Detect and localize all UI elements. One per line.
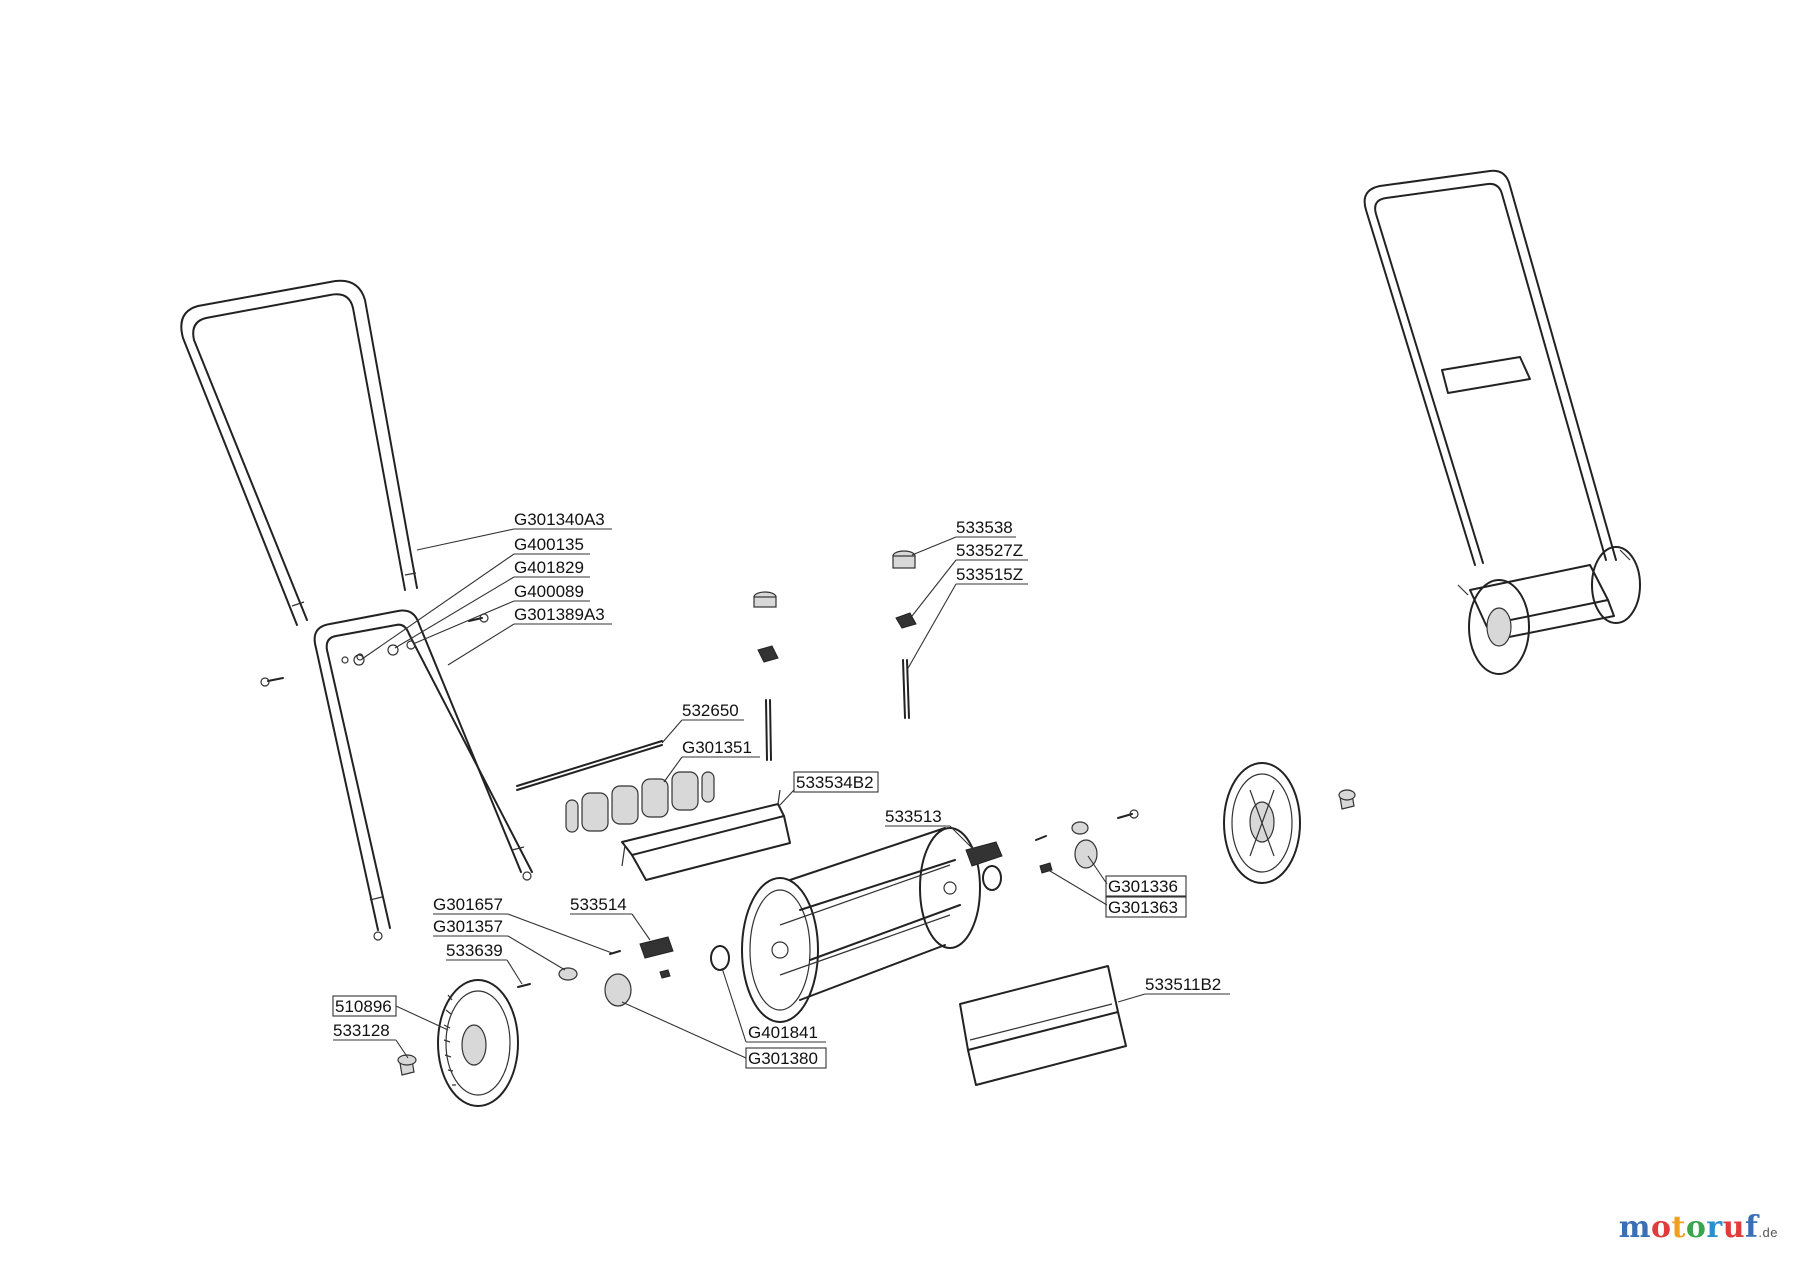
reel-bearing-part: [982, 865, 1002, 891]
pin-right: [1035, 835, 1047, 841]
label-532650: 532650: [682, 701, 739, 720]
rear-roller-part: [565, 771, 715, 833]
drive-pawl-part: [965, 841, 1003, 867]
label-533128: 533128: [333, 1021, 390, 1040]
cutting-reel-part: [741, 827, 981, 1023]
logo-letter: u: [1722, 1210, 1746, 1245]
height-knob-left-part: [753, 591, 777, 608]
label-g400089: G400089: [514, 582, 584, 601]
upper-handle-part: [180, 279, 418, 626]
gear-right-part: [1071, 821, 1098, 869]
label-g401841: G401841: [748, 1023, 818, 1042]
assembled-mower-illustration: [1363, 169, 1641, 675]
label-510896: 510896: [335, 997, 392, 1016]
label-533534b2: 533534B2: [796, 773, 874, 792]
motoruf-logo: motoruf.de: [1619, 1210, 1778, 1245]
handle-washer-2: [387, 644, 399, 656]
label-g301340a3: G301340A3: [514, 510, 605, 529]
pin-left: [609, 950, 621, 955]
label-g301351: G301351: [682, 738, 752, 757]
height-clip-left-part: [757, 645, 779, 663]
label-g401829: G401829: [514, 558, 584, 577]
label-533527z: 533527Z: [956, 541, 1023, 560]
gear-left-part: [604, 973, 632, 1007]
roller-bracket-part: [621, 789, 791, 881]
label-533513: 533513: [885, 807, 942, 826]
pawl-left-part: [639, 936, 674, 959]
label-g400135: G400135: [514, 535, 584, 554]
spring-left-part: [558, 967, 578, 981]
logo-letter: o: [1651, 1210, 1672, 1245]
logo-suffix: .de: [1758, 1225, 1778, 1240]
label-533514: 533514: [570, 895, 627, 914]
axle-rod-part: [516, 740, 663, 791]
label-533515z: 533515Z: [956, 565, 1023, 584]
right-wheel-part: [1223, 762, 1301, 884]
handle-bolt-right: [468, 613, 489, 623]
logo-letter: m: [1618, 1210, 1651, 1245]
label-g301389a3: G301389A3: [514, 605, 605, 624]
label-g301380: G301380: [748, 1049, 818, 1068]
label-g301363: G301363: [1108, 898, 1178, 917]
label-g301657: G301657: [433, 895, 503, 914]
logo-letter: r: [1706, 1210, 1723, 1245]
small-bolt-left: [517, 983, 531, 988]
label-533538: 533538: [956, 518, 1013, 537]
label-533511b2: 533511B2: [1145, 975, 1221, 994]
logo-letter: f: [1745, 1210, 1759, 1245]
logo-letter: o: [1685, 1210, 1707, 1245]
height-screw-part: [765, 699, 772, 761]
label-g301336: G301336: [1108, 877, 1178, 896]
bed-knife-part: [959, 965, 1127, 1086]
lower-handle-part: [313, 609, 533, 941]
handle-washer-1: [353, 654, 365, 666]
wheel-cap-right-part: [1338, 789, 1356, 810]
handle-washer-3: [406, 640, 416, 650]
key-left: [659, 969, 671, 979]
label-533639: 533639: [446, 941, 503, 960]
label-g301357: G301357: [433, 917, 503, 936]
screw-right: [1117, 809, 1139, 819]
left-wheel-part: [437, 979, 519, 1107]
bearing-left-part: [710, 945, 730, 971]
wheel-cap-left-part: [397, 1054, 417, 1076]
logo-letter: t: [1671, 1210, 1686, 1245]
height-knob-right-part: [892, 550, 916, 569]
height-clip-right-part: [895, 612, 917, 629]
handle-bolt-left: [260, 677, 284, 687]
